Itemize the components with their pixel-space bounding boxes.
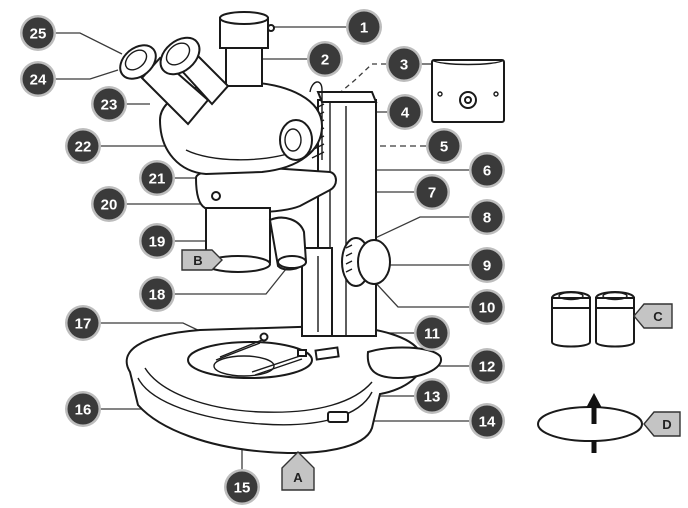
callout-disc bbox=[309, 43, 341, 75]
callout-disc bbox=[22, 17, 54, 49]
spare-eyepieces bbox=[551, 291, 635, 348]
callout-number: 10 bbox=[479, 300, 496, 317]
callout-number: 12 bbox=[479, 359, 496, 376]
callout-disc bbox=[67, 393, 99, 425]
callout-24: 24 bbox=[20, 61, 56, 97]
callout-disc bbox=[428, 130, 460, 162]
callout-14: 14 bbox=[469, 403, 505, 439]
microscope-base bbox=[125, 324, 443, 454]
callout-number: 1 bbox=[360, 20, 368, 37]
callout-12: 12 bbox=[469, 348, 505, 384]
callout-20: 20 bbox=[91, 186, 127, 222]
callout-22: 22 bbox=[65, 128, 101, 164]
callout-25: 25 bbox=[20, 15, 56, 51]
callout-number: 20 bbox=[101, 197, 118, 214]
callout-disc bbox=[226, 471, 258, 503]
callout-disc bbox=[22, 63, 54, 95]
callout-1: 1 bbox=[346, 9, 382, 45]
callout-23: 23 bbox=[91, 86, 127, 122]
callout-10: 10 bbox=[469, 289, 505, 325]
callout-8: 8 bbox=[469, 199, 505, 235]
callout-number: 17 bbox=[75, 316, 92, 333]
callout-4: 4 bbox=[387, 94, 423, 130]
callout-number: 9 bbox=[483, 258, 491, 275]
callout-disc bbox=[416, 176, 448, 208]
callout-disc bbox=[389, 96, 421, 128]
tag-badges: A B C D bbox=[181, 249, 681, 491]
callout-disc bbox=[471, 249, 503, 281]
callout-16: 16 bbox=[65, 391, 101, 427]
callout-disc bbox=[471, 405, 503, 437]
callout-9: 9 bbox=[469, 247, 505, 283]
callout-disc bbox=[93, 188, 125, 220]
callout-3: 3 bbox=[386, 46, 422, 82]
callout-disc bbox=[471, 291, 503, 323]
callout-disc bbox=[67, 307, 99, 339]
callout-disc bbox=[348, 11, 380, 43]
callout-disc bbox=[416, 317, 448, 349]
tag-c-label: C bbox=[653, 309, 663, 324]
callout-disc bbox=[141, 225, 173, 257]
focus-knob bbox=[341, 237, 391, 287]
callout-disc bbox=[93, 88, 125, 120]
callout-number: 8 bbox=[483, 210, 491, 227]
callout-7: 7 bbox=[414, 174, 450, 210]
callout-number: 14 bbox=[479, 414, 496, 431]
callout-6: 6 bbox=[469, 152, 505, 188]
callout-disc bbox=[416, 380, 448, 412]
callout-number: 11 bbox=[424, 326, 440, 343]
callout-number: 5 bbox=[440, 139, 448, 156]
eyepiece-tubes bbox=[119, 36, 230, 126]
callout-15: 15 bbox=[224, 469, 260, 505]
callout-number: 7 bbox=[428, 185, 436, 202]
callout-5: 5 bbox=[426, 128, 462, 164]
callout-number: 23 bbox=[101, 97, 118, 114]
objective-body bbox=[205, 207, 308, 273]
callout-number: 2 bbox=[321, 52, 329, 69]
callout-number: 3 bbox=[400, 57, 408, 74]
camera-port bbox=[219, 11, 275, 87]
tag-b bbox=[181, 249, 223, 271]
callout-disc bbox=[141, 162, 173, 194]
callout-17: 17 bbox=[65, 305, 101, 341]
callout-disc bbox=[141, 278, 173, 310]
callout-number: 16 bbox=[75, 402, 92, 419]
callout-disc bbox=[471, 201, 503, 233]
callout-number: 18 bbox=[149, 287, 166, 304]
callout-disc bbox=[471, 154, 503, 186]
callout-disc bbox=[388, 48, 420, 80]
tag-c bbox=[633, 303, 673, 329]
callout-disc bbox=[67, 130, 99, 162]
tag-a-label: A bbox=[293, 470, 303, 485]
callout-2: 2 bbox=[307, 41, 343, 77]
callout-number: 19 bbox=[149, 234, 166, 251]
callout-number: 21 bbox=[149, 171, 166, 188]
callout-11: 11 bbox=[414, 315, 450, 351]
tag-d-label: D bbox=[662, 417, 671, 432]
callout-number: 6 bbox=[483, 163, 491, 180]
callout-number: 25 bbox=[30, 26, 47, 43]
callout-19: 19 bbox=[139, 223, 175, 259]
callout-21: 21 bbox=[139, 160, 175, 196]
callout-disc bbox=[471, 350, 503, 382]
callout-number: 22 bbox=[75, 139, 92, 156]
callout-number: 24 bbox=[30, 72, 47, 89]
callout-13: 13 bbox=[414, 378, 450, 414]
detail-panel bbox=[431, 59, 505, 123]
callout-number: 4 bbox=[401, 105, 410, 122]
callout-18: 18 bbox=[139, 276, 175, 312]
callout-number: 13 bbox=[424, 389, 441, 406]
tag-b-label: B bbox=[193, 253, 202, 268]
stage-plate bbox=[537, 393, 643, 453]
tag-d bbox=[643, 411, 681, 437]
tag-a bbox=[281, 451, 315, 491]
callout-number: 15 bbox=[234, 480, 251, 497]
